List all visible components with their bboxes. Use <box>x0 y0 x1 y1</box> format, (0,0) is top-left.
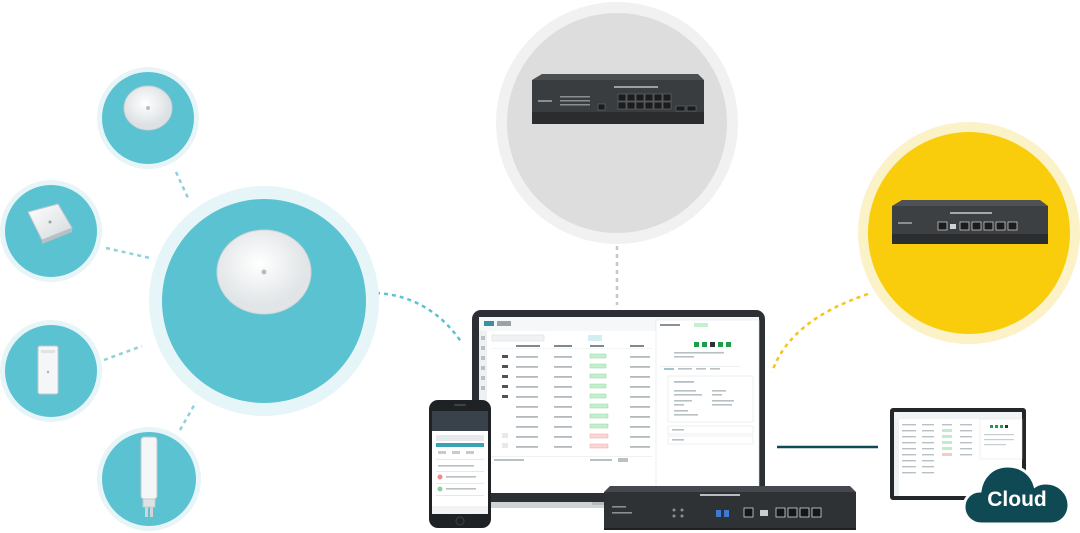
smartphone-icon <box>429 400 491 528</box>
laptop-icon <box>450 310 771 508</box>
controller-icon <box>604 486 856 530</box>
controller <box>604 484 856 530</box>
gateway-node <box>858 122 1080 344</box>
outdoor-ap-icon <box>140 436 158 517</box>
cloud-icon <box>962 464 1071 526</box>
in-wall-ap-icon <box>37 345 59 395</box>
ceiling-ap-icon <box>123 85 173 131</box>
connector-outdoor-ap <box>178 401 198 431</box>
smartphone <box>428 399 492 529</box>
ap-hub-node <box>149 186 379 416</box>
connector-top-ap <box>174 171 190 199</box>
outdoor-ap-node <box>97 427 201 531</box>
wall-ap-node <box>0 180 102 282</box>
ceiling-ap-icon <box>216 229 312 315</box>
gateway-icon <box>892 200 1048 244</box>
switch-node <box>496 2 738 244</box>
ceiling-ap-node <box>97 67 199 169</box>
connector-wall-ap <box>105 246 151 260</box>
cloud-badge: Cloud <box>962 458 1072 526</box>
in-wall-ap-node <box>0 320 102 422</box>
connector-hub-laptop <box>375 291 464 344</box>
connector-inwall-ap <box>103 344 143 362</box>
wall-ap-icon <box>27 203 73 244</box>
connector-gateway-laptop <box>770 292 869 373</box>
cloud-label: Cloud <box>987 488 1047 511</box>
switch-icon <box>532 74 704 124</box>
laptop <box>404 308 772 510</box>
